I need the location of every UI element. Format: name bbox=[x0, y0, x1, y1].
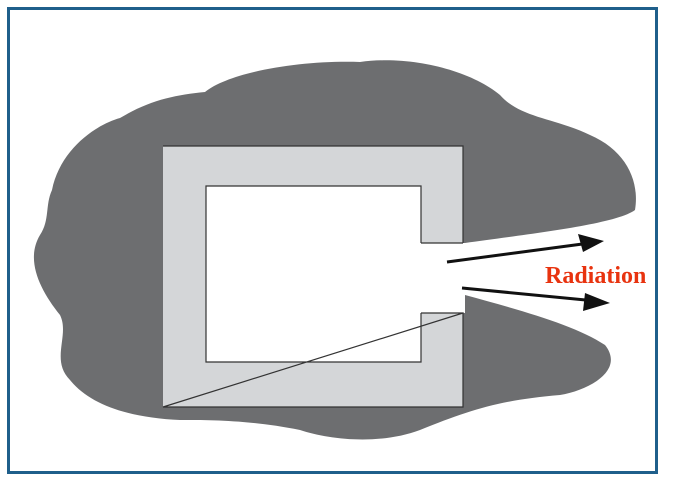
cavity-interior bbox=[206, 186, 421, 362]
lower-arrow-head bbox=[583, 293, 610, 311]
upper-arrow-shaft bbox=[447, 243, 590, 262]
radiation-label: Radiation bbox=[545, 263, 646, 289]
lower-arrow-shaft bbox=[462, 288, 596, 301]
cavity-opening bbox=[421, 243, 465, 313]
upper-arrow-head bbox=[578, 234, 604, 252]
